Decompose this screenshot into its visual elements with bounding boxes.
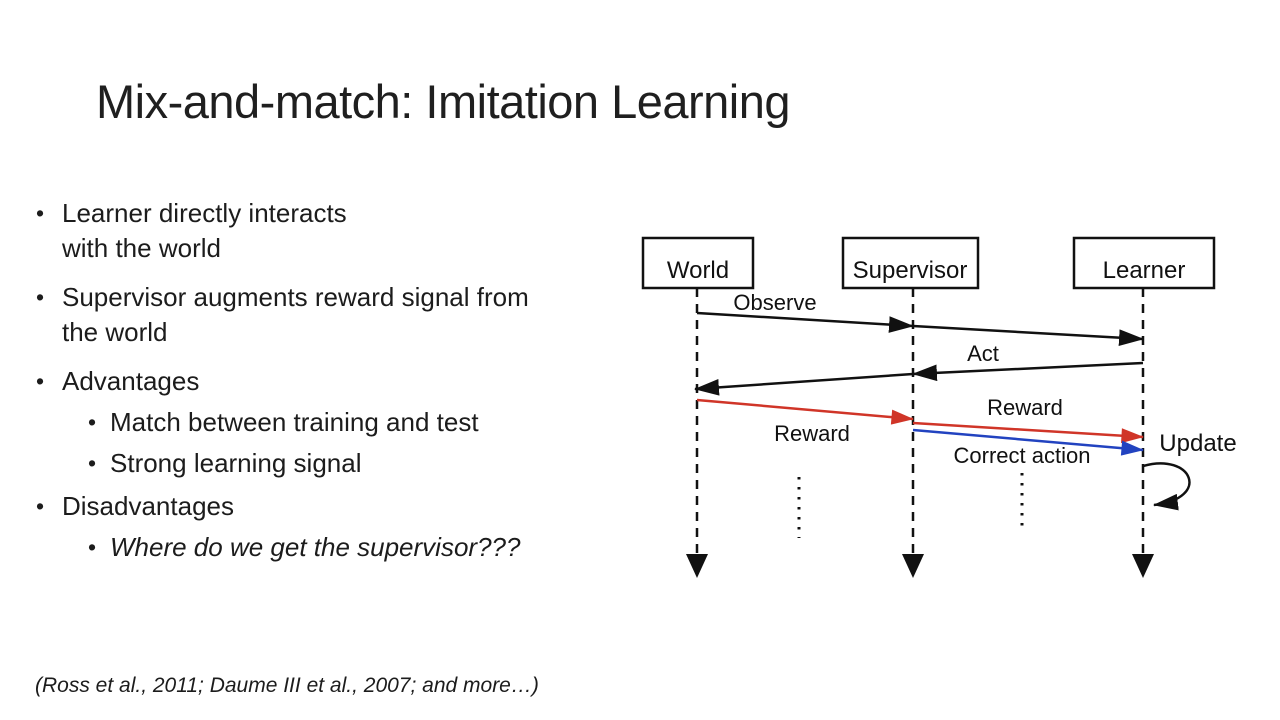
bullet-text: Disadvantages (62, 491, 234, 521)
bullet-line: Supervisor augments reward signal from (62, 282, 529, 312)
actor-label-learner: Learner (1103, 257, 1186, 284)
observe-arrow (912, 324, 1145, 346)
reward-label: Reward (987, 395, 1063, 420)
bullet-dot: • (88, 450, 97, 476)
bullet-line: Learner directly interacts (62, 198, 347, 228)
bullet-line: the world (62, 317, 168, 347)
lifeline-arrow-icon (686, 554, 708, 578)
sub-bullet-list: • Where do we get the supervisor??? (88, 530, 626, 565)
list-item: • Strong learning signal (88, 446, 626, 481)
update-label: Update (1159, 430, 1236, 457)
bullet-dot: • (36, 368, 45, 394)
bullet-dot: • (88, 409, 97, 435)
act-arrow (693, 372, 914, 396)
observe-arrow (696, 311, 915, 333)
actor-box-supervisor (841, 236, 980, 290)
bullet-list: • Learner directly interacts with the wo… (36, 196, 626, 573)
reward-arrow (696, 398, 914, 425)
sub-bullet-list: • Match between training and test • Stro… (88, 405, 626, 481)
list-item: • Where do we get the supervisor??? (88, 530, 626, 565)
list-item: • Match between training and test (88, 405, 626, 440)
bullet-dot: • (36, 284, 45, 310)
bullet-text: Advantages (62, 366, 200, 396)
bullet-dot: • (36, 493, 45, 519)
reward-arrow (912, 421, 1144, 444)
actor-box-learner (1072, 236, 1216, 290)
act-arrow (911, 361, 1144, 382)
list-item: • Supervisor augments reward signal from… (36, 280, 626, 350)
citation-footer: (Ross et al., 2011; Daume III et al., 20… (35, 674, 539, 697)
reward-label: Reward (774, 421, 850, 446)
update-self-loop-arrow (1142, 462, 1191, 511)
actor-label-world: World (667, 257, 729, 284)
bullet-text: Strong learning signal (110, 448, 362, 478)
list-item: • Disadvantages (36, 489, 626, 524)
bullet-dot: • (88, 534, 97, 560)
actor-box-world (641, 236, 755, 290)
bullet-text: Where do we get the supervisor??? (110, 532, 521, 562)
act-label: Act (967, 341, 999, 366)
bullet-text: Match between training and test (110, 407, 479, 437)
observe-label: Observe (733, 290, 816, 315)
bullet-text: Supervisor augments reward signal from t… (62, 280, 529, 350)
bullet-text: Learner directly interacts with the worl… (62, 196, 347, 266)
correct-action-label: Correct action (954, 443, 1091, 468)
lifeline-arrow-icon (1132, 554, 1154, 578)
lifeline-arrow-icon (902, 554, 924, 578)
list-item: • Advantages (36, 364, 626, 399)
correct-action-arrow (912, 428, 1144, 456)
bullet-dot: • (36, 200, 45, 226)
actor-label-supervisor: Supervisor (853, 257, 968, 284)
slide-title: Mix-and-match: Imitation Learning (96, 75, 791, 128)
bullet-line: with the world (62, 233, 221, 263)
list-item: • Learner directly interacts with the wo… (36, 196, 626, 266)
